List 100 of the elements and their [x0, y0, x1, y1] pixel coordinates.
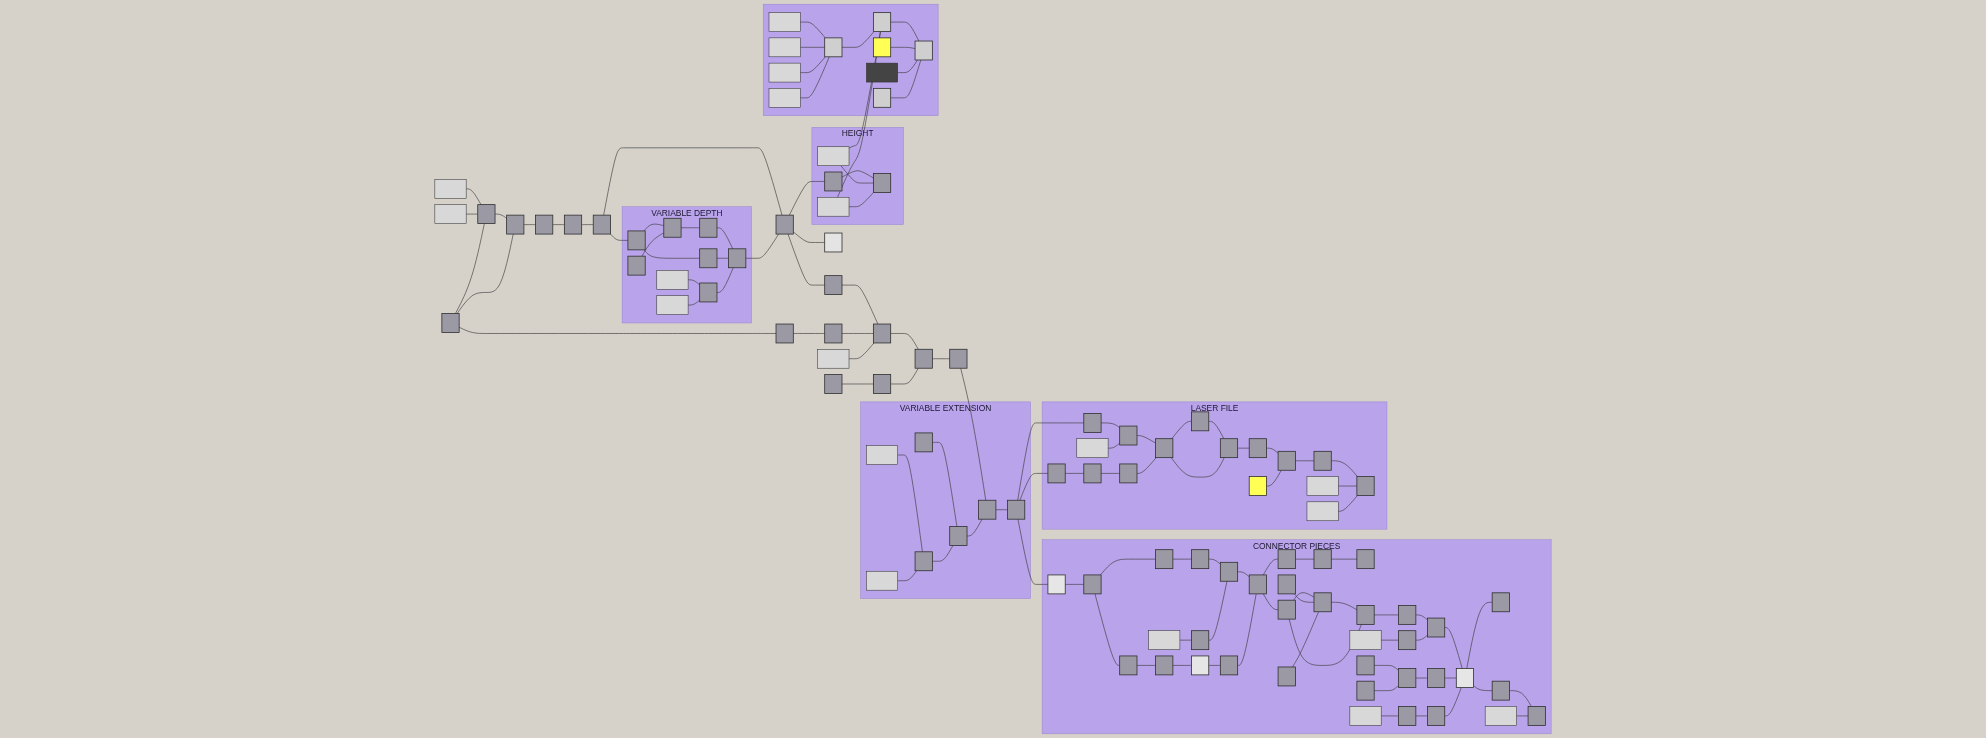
connector: [643, 249, 700, 259]
connector: [932, 442, 958, 527]
connector: [1266, 469, 1282, 487]
node-box: [1356, 476, 1375, 496]
node-box: [824, 323, 843, 344]
connector: [1100, 422, 1120, 429]
connector: [494, 213, 507, 219]
node-bar: [866, 62, 898, 83]
node-box: [1277, 599, 1296, 620]
node-bar: [817, 146, 850, 166]
connector: [960, 367, 987, 501]
connector: [1330, 601, 1358, 611]
node-box: [1398, 630, 1417, 651]
connector: [1136, 665, 1156, 666]
node-box: [873, 87, 892, 108]
connector: [1373, 685, 1399, 691]
connector: [1179, 639, 1192, 641]
connector: [897, 454, 923, 553]
node-bar: [866, 445, 898, 465]
connector: [1208, 580, 1228, 641]
node-box: [728, 248, 747, 269]
connector: [1337, 485, 1358, 487]
cluster: VARIABLE DEPTH: [621, 206, 752, 324]
connector: [1237, 447, 1250, 449]
connector: [890, 59, 922, 99]
node-box: [1155, 438, 1174, 459]
node-box: [1007, 499, 1026, 520]
connector: [848, 192, 874, 208]
node-box: [1248, 476, 1267, 496]
node-box: [1248, 438, 1267, 459]
connector: [1466, 601, 1493, 669]
connector: [641, 232, 665, 257]
node-box: [1047, 574, 1066, 595]
node-bar: [434, 179, 467, 199]
node-box: [1119, 425, 1138, 446]
node-box: [1119, 463, 1138, 484]
node-box: [1313, 549, 1332, 569]
connector: [1415, 634, 1428, 641]
node-bar: [1484, 706, 1517, 726]
connector: [523, 224, 536, 225]
node-box: [873, 374, 892, 394]
node-box: [1191, 655, 1210, 676]
node-box: [1277, 666, 1296, 687]
node-box: [506, 214, 525, 235]
node-box: [978, 499, 997, 520]
connector: [897, 570, 917, 582]
connector: [1295, 460, 1315, 462]
cluster: [762, 3, 939, 116]
node-box: [1356, 605, 1375, 625]
connector: [841, 333, 874, 334]
node-bar: [656, 270, 689, 290]
node-box: [914, 40, 933, 61]
node-bar: [1076, 438, 1109, 458]
connector: [800, 56, 826, 73]
connector: [1100, 558, 1156, 576]
connector: [1237, 571, 1250, 578]
connector: [552, 224, 565, 225]
node-box: [1491, 680, 1510, 701]
node-box: [1083, 463, 1102, 484]
connector: [458, 326, 777, 334]
node-bar: [1148, 630, 1181, 650]
connector: [787, 233, 825, 286]
connector: [610, 233, 629, 241]
connector: [1064, 473, 1085, 474]
connector: [1172, 665, 1192, 666]
connector: [800, 21, 826, 39]
connector: [1172, 558, 1192, 560]
node-box: [1313, 450, 1332, 471]
connector: [1292, 611, 1319, 668]
node-box: [949, 526, 968, 546]
connector: [841, 170, 874, 179]
connector: [1295, 558, 1315, 560]
connector: [800, 56, 830, 99]
connector: [1266, 447, 1279, 454]
connector: [1380, 639, 1399, 641]
connector: [716, 267, 734, 293]
connector: [456, 233, 514, 314]
node-bar: [1306, 476, 1339, 496]
node-box: [1491, 592, 1510, 613]
node-bar: [1349, 630, 1382, 650]
node-box: [914, 348, 933, 369]
connector: [455, 223, 485, 314]
node-box: [824, 171, 843, 192]
node-bar: [1306, 501, 1339, 522]
connector: [1171, 421, 1192, 439]
node-box: [1219, 561, 1239, 582]
connector: [1136, 435, 1156, 444]
node-box: [1313, 592, 1332, 613]
connector: [1064, 584, 1085, 585]
connector: [1373, 614, 1399, 616]
node-box: [699, 282, 718, 303]
node-box: [775, 214, 794, 235]
connector: [932, 358, 951, 360]
connector: [1170, 457, 1225, 478]
connector: [890, 21, 920, 42]
connector: [1107, 442, 1120, 449]
connector: [789, 181, 825, 216]
connector: [687, 279, 700, 286]
node-box: [535, 214, 554, 235]
connector: [932, 545, 954, 562]
